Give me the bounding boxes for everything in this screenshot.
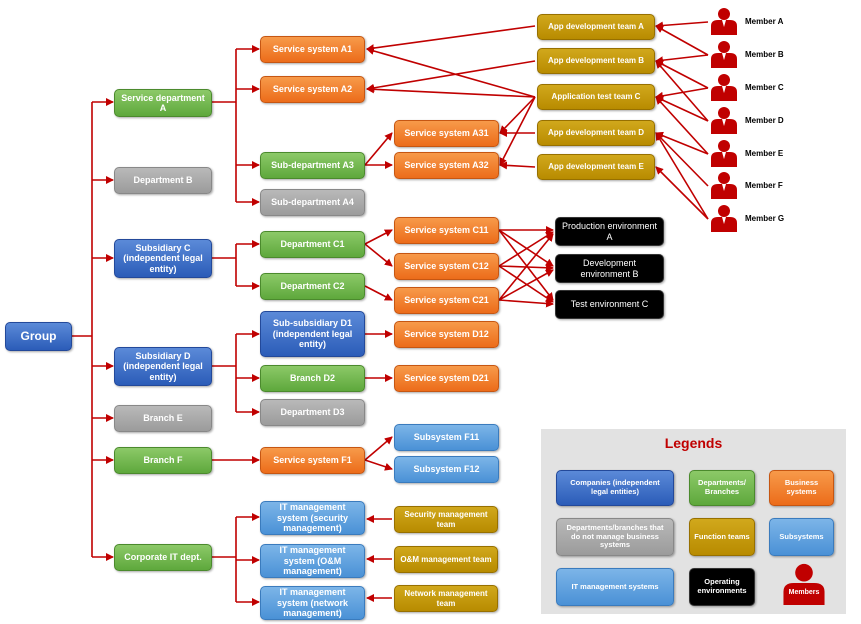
service-system-c11-node[interactable]: Service system C11 xyxy=(394,217,499,244)
member-d-label: Member D xyxy=(745,116,784,125)
department-c1-node[interactable]: Department C1 xyxy=(260,231,365,258)
member-e-label: Member E xyxy=(745,149,784,158)
service-department-a-node[interactable]: Service department A xyxy=(114,89,212,117)
legend-members-icon xyxy=(783,563,825,605)
app-development-team-b-node[interactable]: App development team B xyxy=(537,48,655,74)
member-c-label: Member C xyxy=(745,83,784,92)
network-management-team-node[interactable]: Network management team xyxy=(394,585,498,612)
app-development-team-d-node[interactable]: App development team D xyxy=(537,120,655,146)
subsidiary-c-node[interactable]: Subsidiary C (independent legal entity) xyxy=(114,239,212,278)
subsystem-f11-node[interactable]: Subsystem F11 xyxy=(394,424,499,451)
om-management-team-node[interactable]: O&M management team xyxy=(394,546,498,573)
department-c2-node[interactable]: Department C2 xyxy=(260,273,365,300)
group-node[interactable]: Group xyxy=(5,322,72,351)
legend-departments: Departments/ Branches xyxy=(689,470,755,506)
sub-subsidiary-d1-node[interactable]: Sub-subsidiary D1 (independent legal ent… xyxy=(260,311,365,357)
member-g-label: Member G xyxy=(745,214,785,223)
corporate-it-node[interactable]: Corporate IT dept. xyxy=(114,544,212,571)
service-system-a2-node[interactable]: Service system A2 xyxy=(260,76,365,103)
legend-environments: Operating environments xyxy=(689,568,755,606)
sub-department-a3-node[interactable]: Sub-department A3 xyxy=(260,152,365,179)
legend-business-systems: Business systems xyxy=(769,470,834,506)
service-system-a1-node[interactable]: Service system A1 xyxy=(260,36,365,63)
branch-f-node[interactable]: Branch F xyxy=(114,447,212,474)
department-d3-node[interactable]: Department D3 xyxy=(260,399,365,426)
member-b-label: Member B xyxy=(745,50,784,59)
branch-e-node[interactable]: Branch E xyxy=(114,405,212,432)
subsystem-f12-node[interactable]: Subsystem F12 xyxy=(394,456,499,483)
production-environment-node[interactable]: Production environment A xyxy=(555,217,664,246)
test-environment-node[interactable]: Test environment C xyxy=(555,290,664,319)
service-system-c21-node[interactable]: Service system C21 xyxy=(394,287,499,314)
member-b-icon[interactable] xyxy=(709,38,739,68)
service-system-a31-node[interactable]: Service system A31 xyxy=(394,120,499,147)
service-system-d12-node[interactable]: Service system D12 xyxy=(394,321,499,348)
security-management-team-node[interactable]: Security management team xyxy=(394,506,498,533)
service-system-d21-node[interactable]: Service system D21 xyxy=(394,365,499,392)
member-c-icon[interactable] xyxy=(709,71,739,101)
member-f-icon[interactable] xyxy=(709,169,739,199)
app-development-team-a-node[interactable]: App development team A xyxy=(537,14,655,40)
it-om-system-node[interactable]: IT management system (O&M management) xyxy=(260,544,365,578)
service-system-a32-node[interactable]: Service system A32 xyxy=(394,152,499,179)
member-a-icon[interactable] xyxy=(709,5,739,35)
application-test-team-c-node[interactable]: Application test team C xyxy=(537,84,655,110)
legend-non-managing: Departments/branches that do not manage … xyxy=(556,518,674,556)
subsidiary-d-node[interactable]: Subsidiary D (independent legal entity) xyxy=(114,347,212,386)
legend-function-teams: Function teams xyxy=(689,518,755,556)
development-environment-node[interactable]: Development environment B xyxy=(555,254,664,283)
member-e-icon[interactable] xyxy=(709,137,739,167)
app-development-team-e-node[interactable]: App development team E xyxy=(537,154,655,180)
member-d-icon[interactable] xyxy=(709,104,739,134)
sub-department-a4-node[interactable]: Sub-department A4 xyxy=(260,189,365,216)
it-security-system-node[interactable]: IT management system (security managemen… xyxy=(260,501,365,535)
member-g-icon[interactable] xyxy=(709,202,739,232)
legend-it-systems: IT management systems xyxy=(556,568,674,606)
legend-companies: Companies (independent legal entities) xyxy=(556,470,674,506)
member-f-label: Member F xyxy=(745,181,783,190)
legend-title: Legends xyxy=(664,435,723,451)
branch-d2-node[interactable]: Branch D2 xyxy=(260,365,365,392)
member-a-label: Member A xyxy=(745,17,784,26)
it-network-system-node[interactable]: IT management system (network management… xyxy=(260,586,365,620)
legend-members-label: Members xyxy=(788,589,820,596)
legend-subsystems: Subsystems xyxy=(769,518,834,556)
service-system-c12-node[interactable]: Service system C12 xyxy=(394,253,499,280)
department-b-node[interactable]: Department B xyxy=(114,167,212,194)
service-system-f1-node[interactable]: Service system F1 xyxy=(260,447,365,474)
